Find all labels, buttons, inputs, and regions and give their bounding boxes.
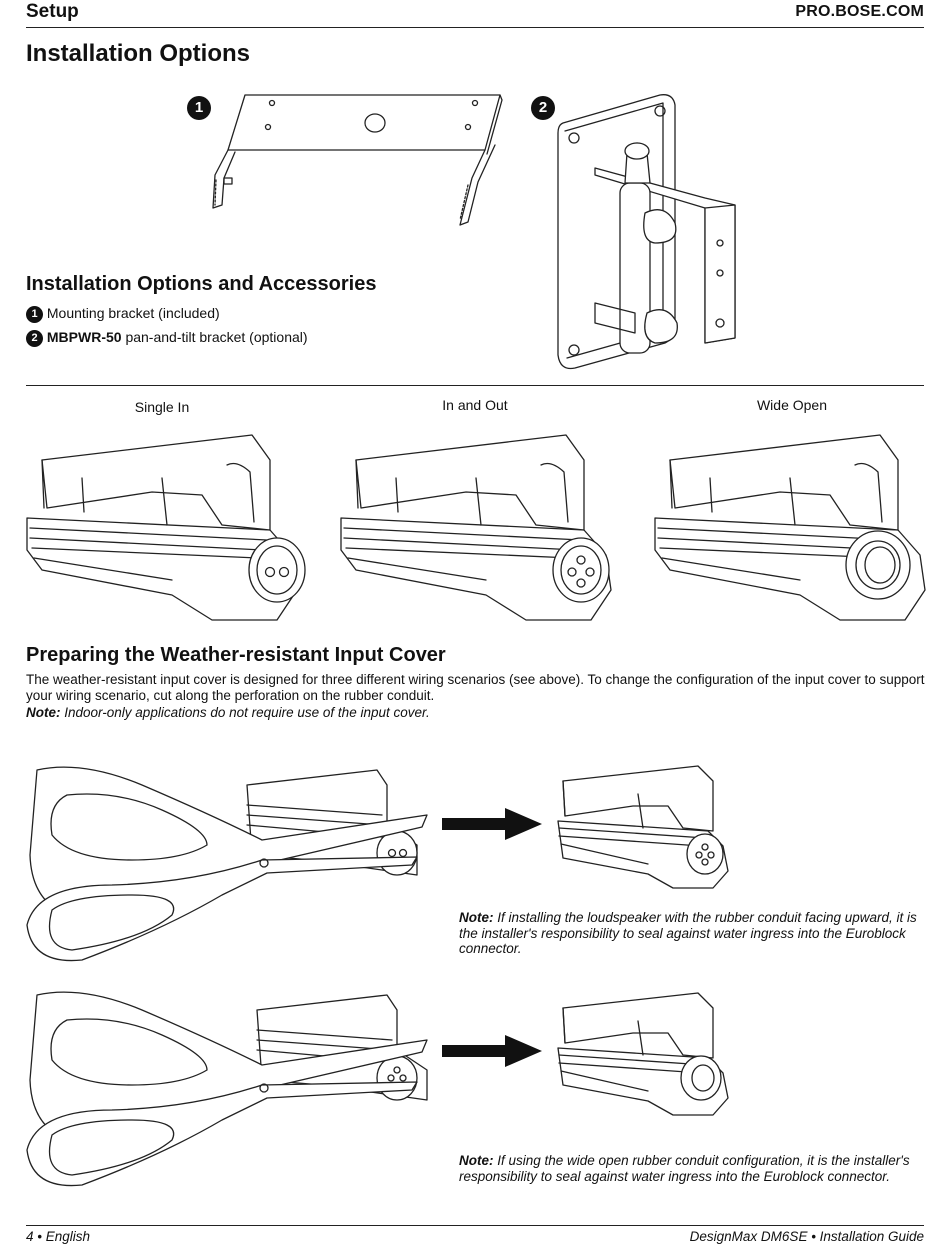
accessory-item-2: 2 MBPWR-50 pan-and-tilt bracket (optiona… [26,329,308,347]
number-1-badge: 1 [26,305,43,323]
options-heading: Installation Options and Accessories [26,273,377,295]
note-2-text: If using the wide open rubber conduit co… [459,1153,910,1184]
cover-body-text: The weather-resistant input cover is des… [26,672,925,703]
result-in-and-out-illustration [557,765,729,889]
note-1-label: Note: [459,910,494,925]
scenario-label-single-in: Single In [134,399,190,415]
marker-2: 2 [531,96,555,120]
note-1-text: If installing the loudspeaker with the r… [459,910,917,956]
arrow-right-icon [442,1035,542,1067]
scenario-label-in-and-out: In and Out [442,397,508,413]
accessory-item-1: 1 Mounting bracket (included) [26,305,220,323]
accessory-item-1-text: Mounting bracket (included) [46,305,220,321]
note-wide-open-conduit: Note: If using the wide open rubber cond… [459,1153,925,1184]
input-cover-in-and-out-illustration [340,434,612,621]
pan-tilt-bracket-illustration [557,94,736,370]
cutting-step-2-illustration [26,991,428,1187]
note-upward-conduit: Note: If installing the loudspeaker with… [459,910,919,957]
document-title: DesignMax DM6SE • Installation Guide [689,1229,924,1244]
footer-rule [26,1225,924,1226]
cover-note-label: Note: [26,705,61,720]
accessory-model: MBPWR-50 [46,329,122,345]
scenario-label-wide-open: Wide Open [756,397,828,413]
cover-heading: Preparing the Weather-resistant Input Co… [26,644,446,666]
note-2-label: Note: [459,1153,494,1168]
page-number: 4 • English [26,1229,91,1244]
page-title: Installation Options [26,40,251,67]
cutting-step-1-illustration [26,766,428,962]
site-url[interactable]: PRO.BOSE.COM [795,3,924,20]
section-rule [26,385,924,386]
number-2-badge: 2 [26,329,43,347]
input-cover-single-in-illustration [26,434,306,621]
input-cover-wide-open-illustration [654,434,926,621]
result-wide-open-illustration [557,992,729,1116]
header-rule [26,27,924,28]
arrow-right-icon [442,808,542,840]
accessory-item-2-text: pan-and-tilt bracket (optional) [121,329,308,345]
marker-1: 1 [187,96,211,120]
cover-note-text: Indoor-only applications do not require … [60,705,430,720]
cover-note: Note: Indoor-only applications do not re… [26,705,926,721]
section-title: Setup [26,1,79,22]
mounting-bracket-illustration [212,94,503,226]
